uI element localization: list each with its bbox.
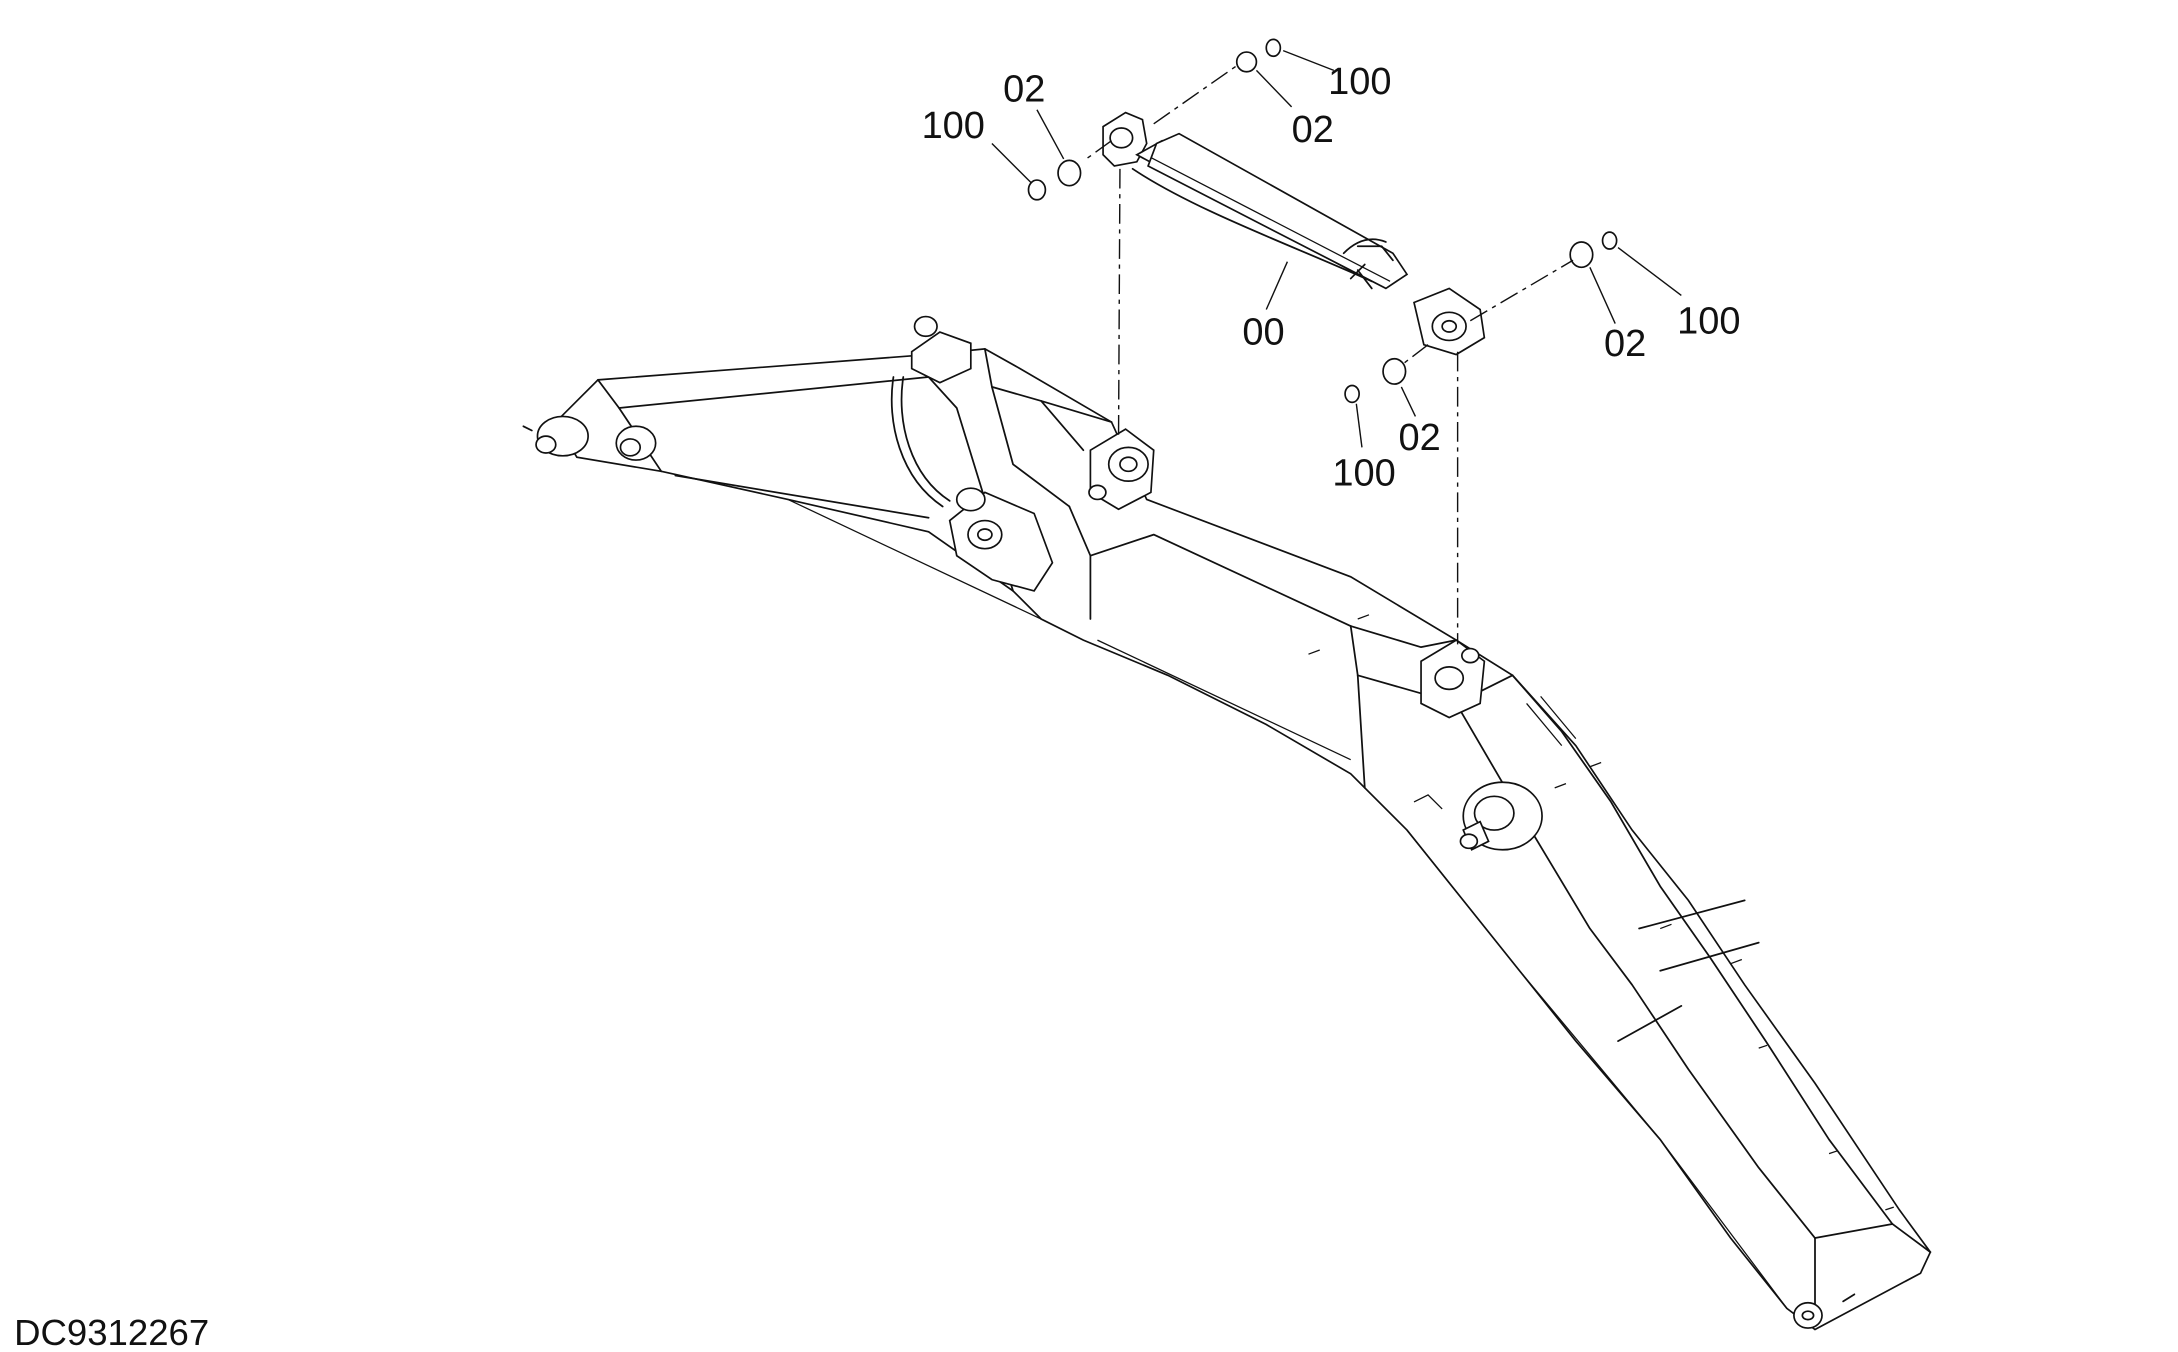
boom-assembly: [522, 315, 1932, 1331]
callout-100-top-right: 100: [1328, 61, 1391, 103]
callout-100-top-left: 100: [922, 105, 985, 147]
bushing-bottom-right: [1569, 241, 1594, 269]
bushing-bottom-left: [1382, 357, 1407, 385]
ring-bottom-left: [1344, 384, 1360, 404]
cylinder-assembly: [1102, 111, 1486, 356]
ring-bottom-right: [1601, 231, 1618, 250]
callout-02-bottom-right: 02: [1604, 323, 1646, 365]
bushing-top-right: [1235, 51, 1258, 73]
leaders: [991, 49, 1682, 448]
ring-top-right: [1265, 38, 1282, 58]
center-lines: [1085, 64, 1574, 645]
ring-top-left: [1027, 179, 1047, 201]
drawing-number: DC9312267: [14, 1312, 209, 1352]
callout-00-cylinder: 00: [1242, 312, 1284, 354]
bushings: [1027, 38, 1618, 404]
callout-100-bottom-right: 100: [1677, 300, 1740, 342]
boom-body: [554, 348, 1932, 1331]
callout-02-top-right: 02: [1292, 109, 1334, 151]
bushing-top-left: [1057, 159, 1082, 187]
callouts: 100 02 100 02 00 02 100 02 100: [922, 61, 1741, 494]
callout-02-top-left: 02: [1003, 68, 1045, 110]
callout-02-bottom-left: 02: [1399, 417, 1441, 459]
callout-100-bottom-left: 100: [1332, 452, 1395, 494]
